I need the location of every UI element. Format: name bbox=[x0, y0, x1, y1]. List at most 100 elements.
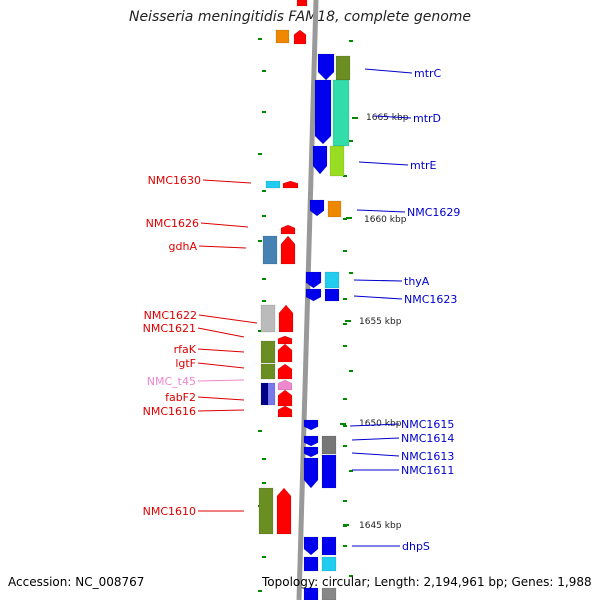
tick-mark bbox=[343, 250, 347, 252]
gene-block bbox=[321, 556, 337, 572]
tick-mark bbox=[262, 278, 266, 280]
tick-mark bbox=[258, 590, 262, 592]
label-leader-line bbox=[197, 396, 245, 401]
gene-block bbox=[327, 200, 342, 218]
gene-block bbox=[324, 288, 340, 302]
label-leader-line bbox=[200, 222, 249, 228]
tick-mark bbox=[258, 38, 262, 40]
label-leader-line bbox=[197, 362, 245, 369]
forward-gene-arrow bbox=[296, 0, 308, 7]
label-leader-line bbox=[202, 179, 252, 184]
trna-marker bbox=[277, 379, 293, 391]
gene-label-left: NMC1626 bbox=[146, 217, 199, 230]
gene-block bbox=[303, 587, 319, 600]
gene-label-right: NMC1623 bbox=[404, 293, 457, 306]
forward-gene-arrow bbox=[280, 224, 296, 235]
tick-mark bbox=[262, 70, 266, 72]
kbp-label: 1655 kbp bbox=[359, 317, 402, 327]
gene-block bbox=[267, 382, 276, 406]
tick-mark bbox=[262, 300, 266, 302]
tick-mark bbox=[262, 111, 266, 113]
label-leader-line bbox=[197, 409, 245, 412]
label-leader-line bbox=[349, 423, 400, 427]
forward-gene-arrow bbox=[277, 363, 293, 380]
tick-mark bbox=[349, 575, 353, 577]
kbp-tick bbox=[352, 117, 358, 119]
tick-mark bbox=[258, 330, 262, 332]
tick-mark bbox=[262, 215, 266, 217]
kbp-tick bbox=[340, 423, 346, 425]
gene-block bbox=[275, 29, 290, 44]
gene-label-left: NMC1621 bbox=[143, 322, 196, 335]
tick-mark bbox=[343, 323, 347, 325]
gene-block bbox=[335, 55, 351, 81]
tick-mark bbox=[349, 272, 353, 274]
tick-mark bbox=[349, 470, 353, 472]
tick-mark bbox=[343, 345, 347, 347]
gene-label-right: mtrE bbox=[410, 159, 437, 172]
label-leader-line bbox=[197, 327, 245, 338]
gene-label-right: NMC1615 bbox=[401, 418, 454, 431]
gene-label-left: lgtF bbox=[175, 357, 196, 370]
tick-mark bbox=[258, 240, 262, 242]
tick-mark bbox=[343, 398, 347, 400]
gene-label-right: NMC1611 bbox=[401, 464, 454, 477]
gene-block bbox=[321, 587, 337, 600]
kbp-tick bbox=[345, 320, 351, 322]
forward-gene-arrow bbox=[277, 389, 293, 407]
gene-label-right: dhpS bbox=[402, 540, 430, 553]
reverse-gene-arrow bbox=[309, 199, 325, 217]
forward-gene-arrow bbox=[277, 343, 293, 363]
tick-mark bbox=[258, 153, 262, 155]
reverse-gene-arrow bbox=[303, 419, 319, 431]
reverse-gene-arrow bbox=[303, 536, 319, 556]
reverse-gene-arrow bbox=[317, 53, 335, 81]
gene-block bbox=[324, 271, 340, 289]
reverse-gene-arrow bbox=[305, 288, 322, 302]
tick-mark bbox=[258, 430, 262, 432]
tick-mark bbox=[343, 545, 347, 547]
forward-gene-arrow bbox=[278, 304, 294, 333]
tick-mark bbox=[343, 425, 347, 427]
gene-label-left: NMC1616 bbox=[143, 405, 196, 418]
gene-label-right: mtrD bbox=[413, 112, 441, 125]
forward-gene-arrow bbox=[277, 335, 293, 345]
label-leader-line bbox=[373, 115, 412, 119]
reverse-gene-arrow bbox=[314, 79, 332, 145]
tick-mark bbox=[349, 40, 353, 42]
gene-block bbox=[260, 382, 269, 406]
gene-label-left: NMC_t45 bbox=[147, 375, 196, 388]
label-leader-line bbox=[198, 314, 258, 324]
gene-block bbox=[332, 79, 350, 147]
kbp-label: 1660 kbp bbox=[364, 215, 407, 225]
gene-block bbox=[265, 180, 281, 189]
tick-mark bbox=[343, 298, 347, 300]
kbp-tick bbox=[346, 217, 352, 219]
gene-label-left: fabF2 bbox=[165, 391, 196, 404]
gene-block bbox=[321, 536, 337, 556]
label-leader-line bbox=[364, 68, 413, 74]
genome-backbone bbox=[296, 0, 319, 600]
label-leader-line bbox=[198, 245, 247, 249]
gene-block bbox=[260, 363, 276, 380]
tick-mark bbox=[262, 190, 266, 192]
tick-mark bbox=[349, 370, 353, 372]
label-leader-line bbox=[353, 295, 403, 300]
gene-label-right: NMC1629 bbox=[407, 206, 460, 219]
reverse-gene-arrow bbox=[305, 271, 322, 289]
gene-block bbox=[260, 340, 276, 364]
tick-mark bbox=[343, 445, 347, 447]
tick-mark bbox=[343, 218, 347, 220]
gene-label-left: NMC1610 bbox=[143, 505, 196, 518]
label-leader-line bbox=[351, 437, 400, 441]
tick-mark bbox=[262, 556, 266, 558]
kbp-label: 1645 kbp bbox=[359, 521, 402, 531]
reverse-gene-arrow bbox=[303, 446, 319, 458]
gene-label-left: rfaK bbox=[174, 343, 197, 356]
label-leader-line bbox=[351, 452, 400, 457]
forward-gene-arrow bbox=[277, 405, 293, 418]
tick-mark bbox=[262, 482, 266, 484]
gene-block bbox=[321, 435, 337, 455]
label-leader-line bbox=[197, 348, 245, 353]
